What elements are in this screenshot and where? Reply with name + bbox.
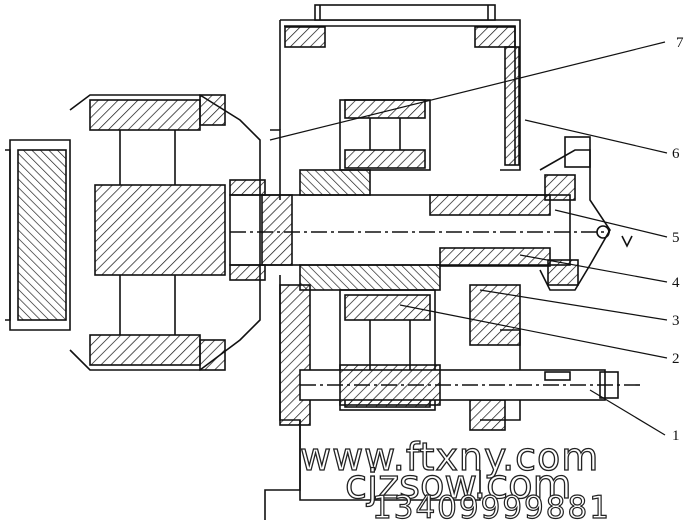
main-housing — [264, 4, 521, 520]
watermark-brand: cjzsow.com — [345, 462, 572, 508]
leader-lines — [269, 41, 668, 436]
leader-line-4 — [519, 254, 668, 283]
callout-3: 3 — [672, 313, 680, 329]
callout-1: 1 — [672, 428, 680, 444]
leader-line-5 — [554, 209, 668, 238]
callout-2: 2 — [672, 351, 680, 367]
upper-gear — [339, 99, 431, 171]
input-flange-housing — [5, 94, 261, 371]
leader-line-2 — [399, 304, 668, 359]
callout-5: 5 — [672, 230, 680, 246]
callout-6: 6 — [672, 146, 680, 162]
main-shaft — [229, 169, 610, 291]
leader-line-3 — [479, 289, 668, 321]
callout-4: 4 — [672, 275, 680, 291]
end-cover — [539, 136, 633, 291]
callout-7: 7 — [676, 35, 684, 51]
output-shaft — [299, 364, 640, 406]
watermark-phone: 13409999881 — [372, 490, 611, 524]
watermark-url: www.ftxny.com — [300, 435, 599, 479]
leader-line-1 — [589, 389, 666, 436]
leader-line-6 — [524, 119, 668, 154]
leader-line-7 — [269, 41, 666, 141]
